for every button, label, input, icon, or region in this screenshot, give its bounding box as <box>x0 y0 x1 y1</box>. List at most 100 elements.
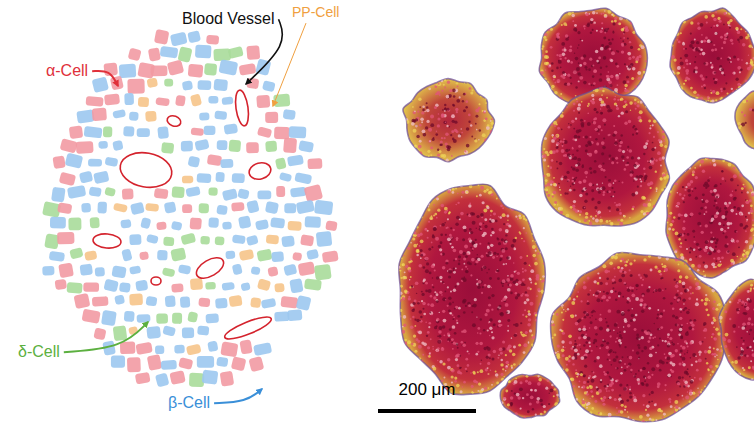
texture-speck <box>507 198 510 201</box>
texture-speck <box>634 102 637 105</box>
texture-speck <box>539 141 541 143</box>
islet-cell <box>182 204 192 213</box>
islet-cell <box>165 295 176 307</box>
texture-speck <box>447 190 450 193</box>
islet-cell <box>250 297 261 308</box>
texture-speck <box>561 42 565 46</box>
texture-speck <box>489 357 491 359</box>
texture-speck <box>501 359 504 362</box>
texture-speck <box>596 12 598 14</box>
texture-speck <box>507 330 509 332</box>
texture-speck <box>396 326 398 328</box>
texture-speck <box>643 167 646 170</box>
islet-body <box>399 184 546 395</box>
islet-cell <box>180 233 196 246</box>
texture-speck <box>456 322 458 324</box>
texture-speck <box>584 28 586 30</box>
islet-cell <box>239 249 254 261</box>
texture-speck <box>479 243 481 245</box>
texture-speck <box>537 316 539 318</box>
texture-speck <box>613 182 615 184</box>
texture-speck <box>476 215 479 218</box>
texture-speck <box>546 287 549 290</box>
texture-speck <box>578 181 581 184</box>
islet-cell <box>289 126 307 138</box>
texture-speck <box>577 72 580 75</box>
texture-speck <box>473 303 477 307</box>
texture-speck <box>426 262 429 265</box>
texture-speck <box>466 370 468 372</box>
texture-speck <box>576 67 580 71</box>
texture-speck <box>438 326 442 330</box>
texture-speck <box>406 231 408 233</box>
islet-cell <box>224 123 239 135</box>
texture-speck <box>601 141 605 145</box>
islet-cell <box>67 185 86 199</box>
texture-speck <box>566 106 568 108</box>
islet-cell <box>136 342 153 355</box>
texture-speck <box>605 65 607 67</box>
texture-speck <box>407 247 410 250</box>
texture-speck <box>501 381 505 385</box>
islet-cell <box>122 188 134 199</box>
texture-speck <box>408 297 411 300</box>
texture-speck <box>457 202 459 204</box>
islet-cell <box>304 184 324 202</box>
texture-speck <box>510 274 514 278</box>
texture-speck <box>541 151 543 153</box>
texture-speck <box>500 216 502 218</box>
texture-speck <box>455 286 457 288</box>
texture-speck <box>476 316 477 317</box>
islet-cell <box>246 45 260 60</box>
islet-cell <box>68 217 81 230</box>
texture-speck <box>455 188 457 190</box>
texture-speck <box>521 368 522 369</box>
islet-cell <box>84 126 103 138</box>
texture-speck <box>602 194 604 196</box>
texture-speck <box>642 76 644 78</box>
islet-cell <box>232 263 243 275</box>
texture-speck <box>455 358 458 361</box>
islet-cell <box>283 264 297 277</box>
texture-speck <box>667 157 670 160</box>
texture-speck <box>528 342 530 344</box>
texture-speck <box>619 212 622 215</box>
texture-speck <box>515 292 518 295</box>
texture-speck <box>458 255 461 258</box>
texture-speck <box>543 175 546 178</box>
texture-speck <box>416 249 420 253</box>
texture-speck <box>399 247 401 249</box>
texture-speck <box>440 280 442 282</box>
texture-speck <box>551 62 553 64</box>
texture-speck <box>423 253 426 256</box>
texture-speck <box>487 373 489 375</box>
texture-speck <box>428 206 430 208</box>
texture-speck <box>620 37 621 38</box>
texture-speck <box>449 328 452 331</box>
texture-speck <box>525 291 527 293</box>
texture-speck <box>446 145 449 148</box>
texture-speck <box>488 304 491 307</box>
texture-speck <box>439 144 441 146</box>
texture-speck <box>476 129 478 131</box>
texture-speck <box>487 387 489 389</box>
texture-speck <box>524 269 526 271</box>
texture-speck <box>399 299 401 301</box>
texture-speck <box>426 335 428 337</box>
texture-speck <box>393 280 396 283</box>
texture-speck <box>497 357 499 359</box>
texture-speck <box>523 227 525 229</box>
texture-speck <box>487 347 491 351</box>
texture-speck <box>556 161 558 163</box>
texture-speck <box>441 347 445 351</box>
texture-speck <box>444 110 446 112</box>
texture-speck <box>427 202 430 205</box>
texture-speck <box>437 117 440 120</box>
texture-speck <box>586 176 588 178</box>
texture-speck <box>521 334 523 336</box>
texture-speck <box>613 30 615 32</box>
texture-speck <box>456 384 460 388</box>
texture-speck <box>593 22 595 24</box>
texture-speck <box>591 94 594 97</box>
texture-speck <box>464 82 465 83</box>
